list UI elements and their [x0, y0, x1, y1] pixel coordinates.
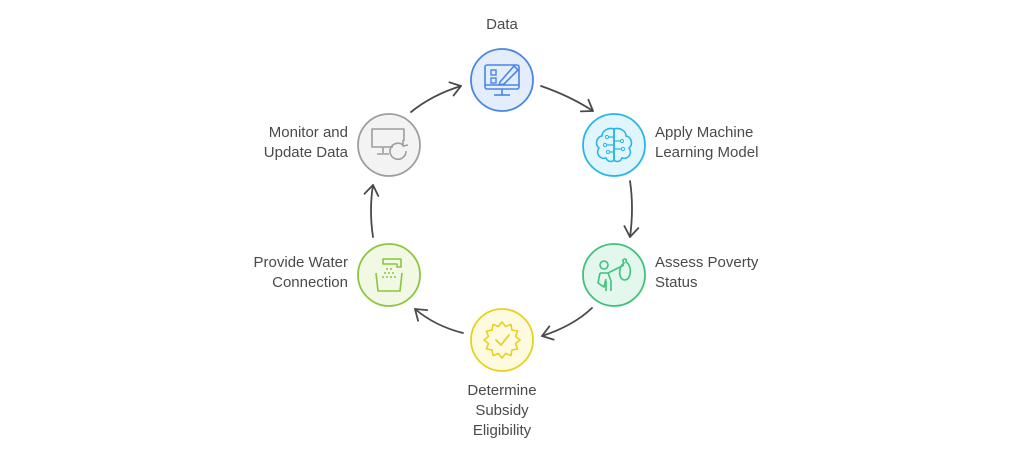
- arrow-subsidy-to-water: [414, 308, 464, 334]
- label-line: Eligibility: [472, 422, 532, 439]
- node-circle-monitor: [357, 113, 421, 177]
- monitor-refresh-icon: [371, 128, 409, 161]
- brain-circuit-icon: [595, 127, 633, 163]
- node-label-data: Data: [402, 15, 602, 35]
- arrowhead-ml-to-poverty: [623, 225, 640, 238]
- arrowhead-data-to-ml: [579, 98, 594, 113]
- label-line: Status: [655, 274, 698, 291]
- arrow-ml-to-poverty: [629, 180, 633, 238]
- label-line: Update Data: [263, 144, 348, 161]
- monitor-edit-icon: [484, 64, 520, 96]
- label-line: Monitor and: [268, 124, 348, 141]
- arrowhead-poverty-to-subsidy: [541, 325, 555, 341]
- node-monitor: [357, 113, 421, 177]
- edges-layer: [363, 81, 640, 341]
- arrow-poverty-to-subsidy: [541, 307, 593, 337]
- label-line: Data: [486, 16, 518, 33]
- badge-check-icon: [483, 321, 521, 359]
- node-subsidy: [470, 308, 534, 372]
- label-line: Connection: [272, 274, 348, 291]
- arrowhead-subsidy-to-water: [414, 308, 429, 322]
- label-line: Provide Water: [253, 254, 348, 271]
- label-line: Subsidy: [475, 402, 529, 419]
- arrow-monitor-to-data: [410, 85, 462, 113]
- label-line: Determine: [467, 382, 537, 399]
- arrowhead-water-to-monitor: [363, 184, 380, 197]
- node-water: [357, 243, 421, 307]
- person-with-bag-icon: [597, 258, 632, 291]
- node-poverty: [582, 243, 646, 307]
- label-line: Learning Model: [655, 144, 759, 161]
- node-circle-subsidy: [470, 308, 534, 372]
- arrow-data-to-ml: [540, 85, 594, 112]
- node-circle-poverty: [582, 243, 646, 307]
- node-ml: [582, 113, 646, 177]
- nodes-layer: [357, 48, 646, 372]
- tap-water-icon: [375, 258, 403, 292]
- node-circle-water: [357, 243, 421, 307]
- label-line: Apply Machine: [655, 124, 754, 141]
- arrowhead-monitor-to-data: [448, 81, 462, 97]
- label-line: Assess Poverty: [655, 254, 759, 271]
- node-data: [470, 48, 534, 112]
- arrow-water-to-monitor: [370, 184, 374, 238]
